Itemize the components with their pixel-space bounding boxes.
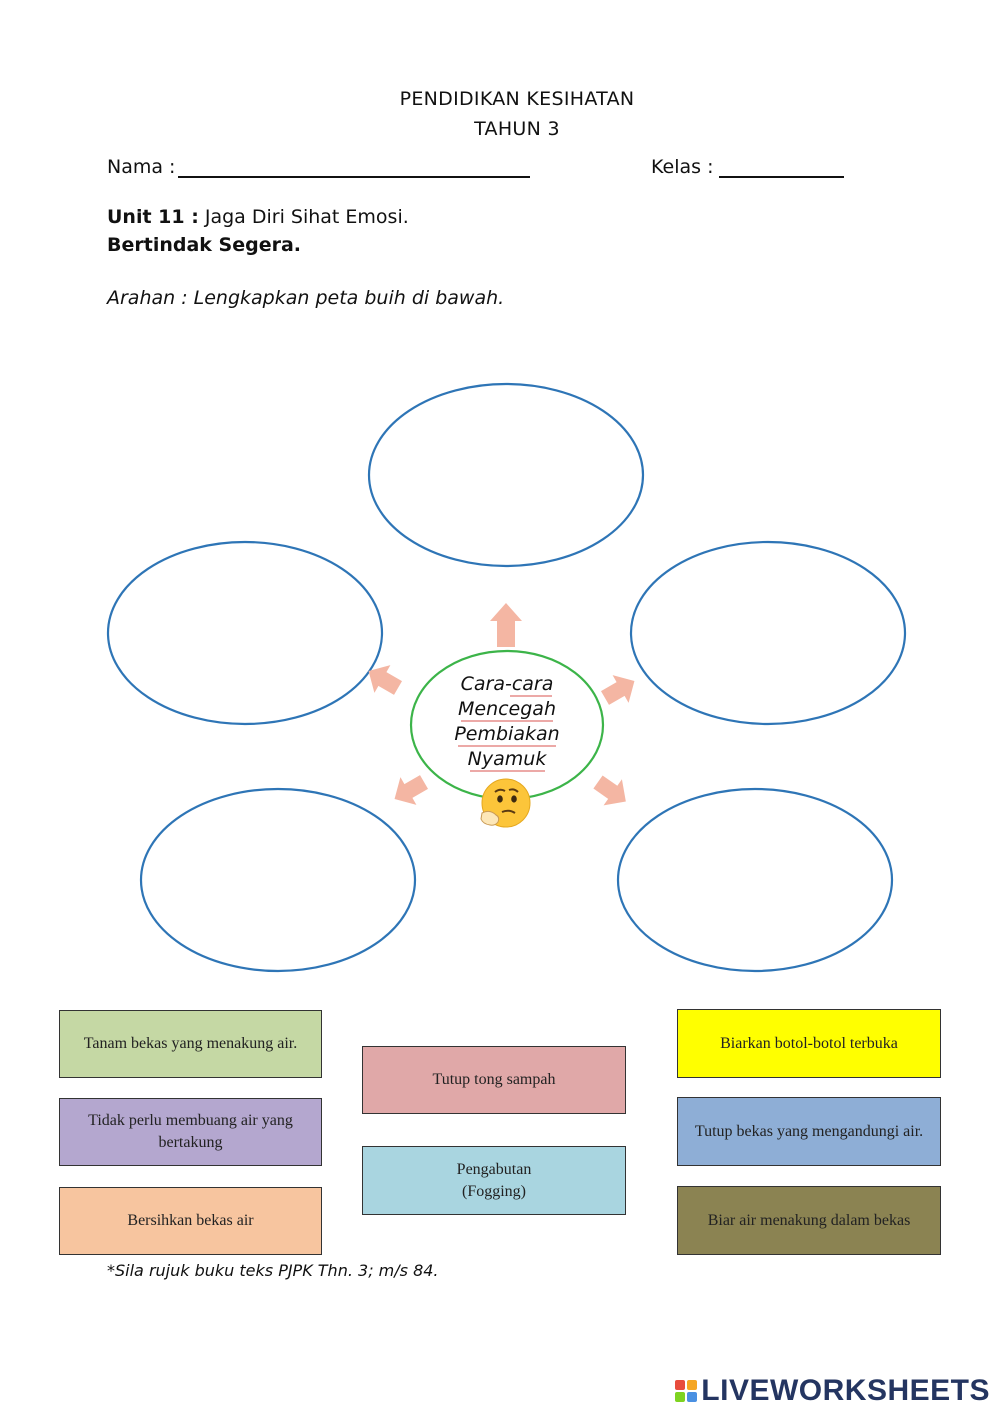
unit-line: Unit 11 : Jaga Diri Sihat Emosi. bbox=[107, 206, 409, 228]
unit-label: Unit 11 : bbox=[107, 206, 199, 228]
arrow-bottom-right bbox=[593, 775, 626, 806]
center-line3: Pembiakan bbox=[454, 723, 560, 745]
answer-bubble-bottom-right[interactable] bbox=[616, 787, 894, 973]
brand-logo-icon bbox=[675, 1380, 698, 1402]
center-line2: Mencegah bbox=[457, 698, 556, 720]
thinking-face-icon bbox=[478, 777, 532, 831]
nama-field[interactable] bbox=[178, 176, 530, 178]
answer-bubble-top[interactable] bbox=[367, 382, 645, 568]
footnote: *Sila rujuk buku teks PJPK Thn. 3; m/s 8… bbox=[107, 1261, 439, 1280]
option-tanam-bekas[interactable]: Tanam bekas yang menakung air. bbox=[59, 1010, 322, 1078]
kelas-label: Kelas : bbox=[651, 156, 714, 178]
kelas-field[interactable] bbox=[719, 176, 844, 178]
unit-topic: Jaga Diri Sihat Emosi. bbox=[204, 206, 409, 228]
center-topic: Cara-cara Mencegah Pembiakan Nyamuk bbox=[437, 672, 577, 772]
option-tidak-perlu-membuang[interactable]: Tidak perlu membuang air yang bertakung bbox=[59, 1098, 322, 1166]
option-tutup-bekas[interactable]: Tutup bekas yang mengandungi air. bbox=[677, 1097, 941, 1166]
bubble-map bbox=[106, 382, 907, 973]
arrow-right bbox=[601, 675, 635, 705]
arrow-left bbox=[368, 665, 402, 695]
option-pengabutan[interactable]: Pengabutan (Fogging) bbox=[362, 1146, 626, 1215]
arrows bbox=[368, 603, 635, 806]
spellcheck-underlines bbox=[458, 695, 556, 772]
center-line1a: Cara- bbox=[460, 673, 512, 695]
instruction: Arahan : Lengkapkan peta buih di bawah. bbox=[107, 287, 505, 309]
brand-name: LIVEWORKSHEETS bbox=[701, 1374, 990, 1407]
answer-bubble-left[interactable] bbox=[106, 540, 384, 726]
arrow-up bbox=[490, 603, 522, 647]
arrow-bottom-left bbox=[394, 775, 428, 805]
option-tutup-tong[interactable]: Tutup tong sampah bbox=[362, 1046, 626, 1114]
worksheet-year: TAHUN 3 bbox=[474, 118, 560, 140]
nama-label: Nama : bbox=[107, 156, 176, 178]
option-biar-air[interactable]: Biar air menakung dalam bekas bbox=[677, 1186, 941, 1255]
center-line1b: cara bbox=[511, 673, 554, 695]
option-biarkan-botol[interactable]: Biarkan botol-botol terbuka bbox=[677, 1009, 941, 1078]
center-line4: Nyamuk bbox=[467, 748, 547, 770]
liveworksheets-logo: LIVEWORKSHEETS bbox=[675, 1374, 990, 1408]
answer-bubble-bottom-left[interactable] bbox=[139, 787, 417, 973]
answer-bubble-right[interactable] bbox=[629, 540, 907, 726]
option-bersihkan-bekas[interactable]: Bersihkan bekas air bbox=[59, 1187, 322, 1255]
worksheet-title: PENDIDIKAN KESIHATAN bbox=[399, 88, 635, 110]
unit-subtitle: Bertindak Segera. bbox=[107, 234, 301, 256]
